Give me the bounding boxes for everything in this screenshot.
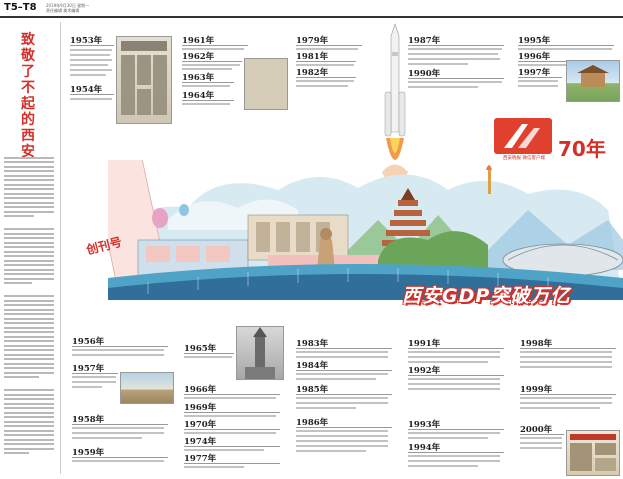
year-1999: 1999年 [520,385,553,395]
year-1961: 1961年 [182,36,215,46]
year-1953: 1953年 [70,36,103,46]
year-1970: 1970年 [184,420,217,430]
year-1982: 1982年 [296,68,329,78]
building-photo-1957 [120,372,174,404]
year-1996: 1996年 [518,52,551,62]
year-1987: 1987年 [408,36,441,46]
archive-photo-1962 [244,58,288,110]
tower-icon [245,327,275,379]
feature-headline: 西安GDP突破万亿 [402,285,571,307]
left-column: 致敬了不起的西安 [0,18,58,478]
year-1966: 1966年 [184,385,217,395]
year-1963: 1963年 [182,73,215,83]
year-1962: 1962年 [182,52,215,62]
year-1991: 1991年 [408,339,441,349]
masthead-line-1: 2019年9月30日 星期一 [46,3,90,8]
year-1957: 1957年 [72,364,105,374]
building-icon [577,65,609,87]
year-1993: 1993年 [408,420,441,430]
year-1979: 1979年 [296,36,329,46]
year-1974: 1974年 [184,437,217,447]
year-1997: 1997年 [518,68,551,78]
page-header: T5–T8 2019年9月30日 星期一 责任编辑 美术编辑 [0,0,623,18]
year-1983: 1983年 [296,339,329,349]
side-title: 致敬了不起的西安 [21,32,35,160]
year-1994: 1994年 [408,443,441,453]
year-1956: 1956年 [72,337,105,347]
rocket-illustration [382,23,408,184]
year-1990: 1990年 [408,69,441,79]
masthead: 2019年9月30日 星期一 责任编辑 美术编辑 [46,3,89,13]
year-1958: 1958年 [72,415,105,425]
year-1964: 1964年 [182,91,215,101]
archive-newspaper-2000 [566,430,620,476]
city-illustration [108,160,623,300]
year-1985: 1985年 [296,385,329,395]
building-photo-1996 [566,60,620,102]
page-label: T5–T8 [4,2,37,13]
year-1992: 1992年 [408,366,441,376]
year-1986: 1986年 [296,418,329,428]
column-divider [60,22,61,474]
year-1995: 1995年 [518,36,551,46]
side-text-block [4,154,54,457]
year-1969: 1969年 [184,403,217,413]
year-1984: 1984年 [296,361,329,371]
year-2000: 2000年 [520,425,553,435]
newspaper-icon [570,434,616,471]
masthead-line-2: 责任编辑 美术编辑 [46,8,80,13]
anniversary-logo [494,118,552,154]
logo-caption: 西安晚报 微信客户端 [503,156,545,161]
year-1965: 1965年 [184,344,217,354]
logo-mark-icon [504,124,540,148]
year-1998: 1998年 [520,339,553,349]
year-1981: 1981年 [296,52,329,62]
year-1977: 1977年 [184,454,217,464]
archive-newspaper-photo [116,36,172,124]
anniversary-years: 70年 [558,137,606,161]
year-1954: 1954年 [70,85,103,95]
tower-photo-1965 [236,326,284,380]
newspaper-texture [121,41,167,115]
year-1959: 1959年 [72,448,105,458]
